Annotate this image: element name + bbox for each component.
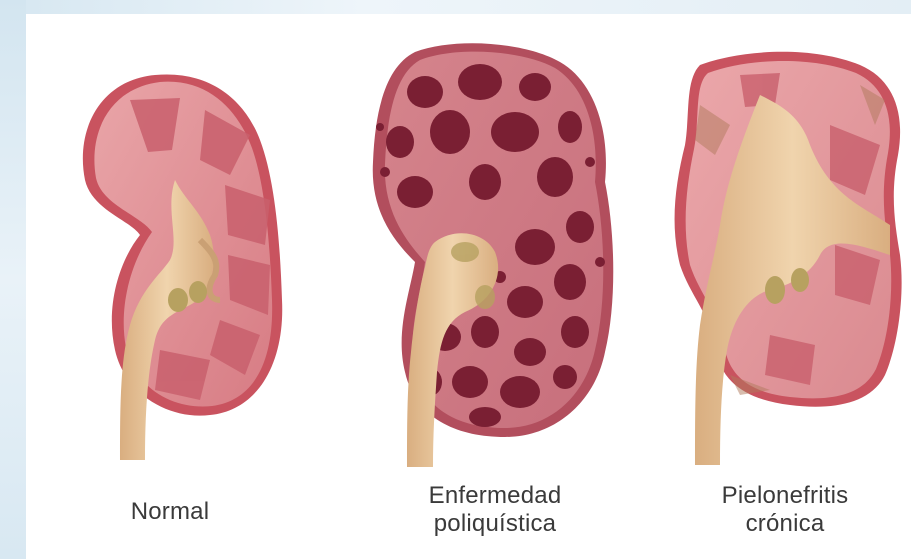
label-pyelonephritis: Pielonefritis crónica: [690, 482, 880, 538]
label-line: Pielonefritis: [690, 482, 880, 510]
pyelonephritis-kidney-illustration: [660, 45, 910, 470]
label-line: Enfermedad: [400, 482, 590, 510]
polycystic-kidney-illustration: [355, 32, 625, 472]
normal-kidney-illustration: [60, 60, 290, 470]
left-border: [0, 0, 26, 559]
label-line: crónica: [690, 510, 880, 538]
label-line: Normal: [90, 498, 250, 526]
label-normal: Normal: [90, 498, 250, 526]
top-border: [0, 0, 911, 14]
label-line: poliquística: [400, 510, 590, 538]
label-polycystic: Enfermedad poliquística: [400, 482, 590, 538]
